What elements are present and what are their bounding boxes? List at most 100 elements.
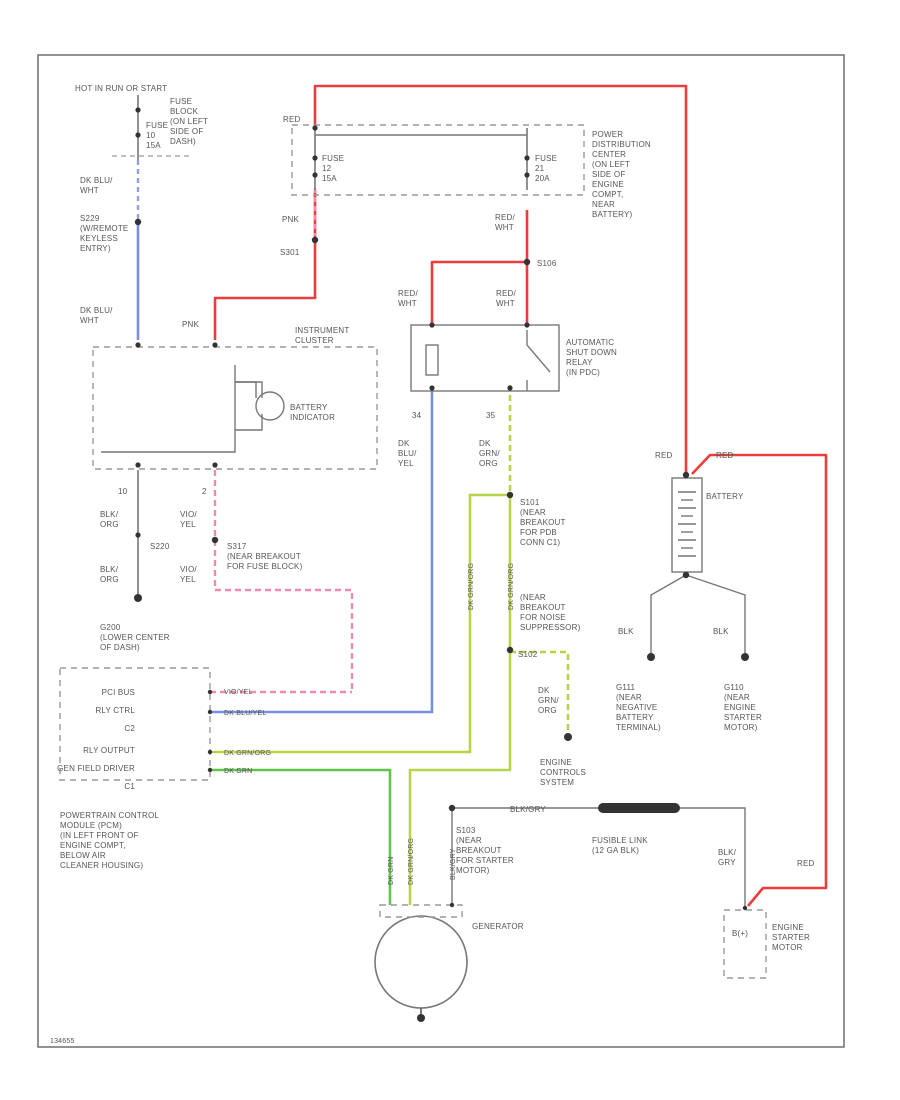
generator-body bbox=[374, 915, 468, 1009]
asd-relay-switch bbox=[526, 330, 551, 391]
label-s220: S220 bbox=[150, 542, 170, 551]
label-line: MOTOR) bbox=[724, 723, 758, 732]
label-line: RLY OUTPUT bbox=[83, 746, 135, 755]
label-red-top: RED bbox=[283, 115, 301, 124]
label-line: (NEAR bbox=[456, 836, 482, 845]
splice-dots bbox=[134, 107, 748, 911]
label-line: VIO/ bbox=[180, 510, 197, 519]
label-line: NEGATIVE bbox=[616, 703, 657, 712]
wire-red-starter bbox=[691, 453, 828, 907]
label-pin-34: 34 bbox=[412, 411, 422, 420]
label-line: SUPPRESSOR) bbox=[520, 623, 581, 632]
label-blk-2: BLK bbox=[713, 627, 729, 636]
starter-box bbox=[723, 909, 767, 979]
label-line: (LOWER CENTER bbox=[100, 633, 170, 642]
label-line: DK bbox=[398, 439, 410, 448]
label-vert-dk-grn-org-3: DK GRN/ORG bbox=[508, 563, 515, 610]
label-line: POWERTRAIN CONTROL bbox=[60, 811, 159, 820]
label-line: FUSE bbox=[322, 154, 344, 163]
lamp-leads-2 bbox=[235, 381, 263, 431]
label-line: ENGINE bbox=[772, 923, 804, 932]
wire-dk-grn-org-left bbox=[210, 493, 510, 754]
label-line: ORG bbox=[538, 706, 557, 715]
label-pnk-1: PNK bbox=[282, 215, 300, 224]
label-line: (IN LEFT FRONT OF bbox=[60, 831, 139, 840]
ground-ecs bbox=[564, 733, 572, 741]
label-pin-10: 10 bbox=[118, 487, 128, 496]
label-line: GRN/ bbox=[538, 696, 559, 705]
label-fusible-link: FUSIBLE LINK(12 GA BLK) bbox=[592, 836, 648, 855]
generator-terminal-box bbox=[379, 904, 463, 918]
wire-dk-grn-org-gen bbox=[408, 650, 512, 905]
label-hot-run-start: HOT IN RUN OR START bbox=[75, 84, 167, 93]
label-line: GRN/ bbox=[479, 449, 500, 458]
label-line: FUSIBLE LINK bbox=[592, 836, 648, 845]
label-line: BELOW AIR bbox=[60, 851, 106, 860]
label-line: G200 bbox=[100, 623, 121, 632]
label-line: RELAY bbox=[566, 358, 593, 367]
label-line: SHUT DOWN bbox=[566, 348, 617, 357]
label-red-wht-3: RED/WHT bbox=[496, 289, 516, 308]
label-line: YEL bbox=[398, 459, 414, 468]
label-line: BATTERY bbox=[616, 713, 654, 722]
label-red-starter: RED bbox=[797, 859, 815, 868]
label-vert-dk-grn-org-1: DK GRN/ORG bbox=[408, 838, 415, 885]
label-line: 12 bbox=[322, 164, 332, 173]
label-dk-blu-wht-1: DK BLU/WHT bbox=[80, 176, 113, 195]
wire-red-main bbox=[313, 84, 688, 475]
label-line: STARTER bbox=[772, 933, 810, 942]
label-line: (NEAR bbox=[724, 693, 750, 702]
ground-g110 bbox=[741, 653, 749, 661]
label-blk-org-2: BLK/ORG bbox=[100, 565, 119, 584]
label-line: BATTERY bbox=[290, 403, 328, 412]
label-line: DK bbox=[538, 686, 550, 695]
wire-red-relay-coil bbox=[430, 260, 527, 325]
label-blk-org-1: BLK/ORG bbox=[100, 510, 119, 529]
label-line: ENGINE bbox=[724, 703, 756, 712]
label-line: BLOCK bbox=[170, 107, 199, 116]
label-line: COMPT, bbox=[592, 190, 623, 199]
label-line: DISTRIBUTION bbox=[592, 140, 651, 149]
label-line: SYSTEM bbox=[540, 778, 574, 787]
label-line: BLK/ bbox=[100, 510, 119, 519]
label-s301: S301 bbox=[280, 248, 300, 257]
label-vio-yel-1: VIO/YEL bbox=[180, 510, 197, 529]
label-line: DASH) bbox=[170, 137, 196, 146]
wire-blk-g110 bbox=[685, 574, 746, 655]
ground-g200 bbox=[134, 594, 142, 602]
label-pcm-wire-4: DK GRN bbox=[224, 768, 252, 775]
lamp-leads bbox=[235, 381, 257, 398]
label-line: SIDE OF bbox=[170, 127, 203, 136]
label-line: YEL bbox=[180, 520, 196, 529]
label-s106: S106 bbox=[537, 259, 557, 268]
label-line: SIDE OF bbox=[592, 170, 625, 179]
label-line: FOR NOISE bbox=[520, 613, 566, 622]
label-line: OF DASH) bbox=[100, 643, 140, 652]
label-line: KEYLESS bbox=[80, 234, 118, 243]
label-line: FOR FUSE BLOCK) bbox=[227, 562, 303, 571]
label-line: NEAR bbox=[592, 200, 615, 209]
label-red-batt-1: RED bbox=[655, 451, 673, 460]
wire-vio-yel bbox=[213, 470, 354, 692]
label-blk-1: BLK bbox=[618, 627, 634, 636]
label-line: ORG bbox=[100, 520, 119, 529]
label-line: (NEAR bbox=[616, 693, 642, 702]
label-line: ENGINE bbox=[592, 180, 624, 189]
label-line: FUSE bbox=[170, 97, 192, 106]
label-pcm-wire-2: DK BLU/YEL bbox=[224, 710, 266, 717]
label-vert-blk-gry: BLK/GRY bbox=[450, 848, 457, 880]
fusible-link bbox=[598, 803, 680, 813]
label-line: 20A bbox=[535, 174, 550, 183]
label-b1: B(+) bbox=[732, 929, 748, 938]
